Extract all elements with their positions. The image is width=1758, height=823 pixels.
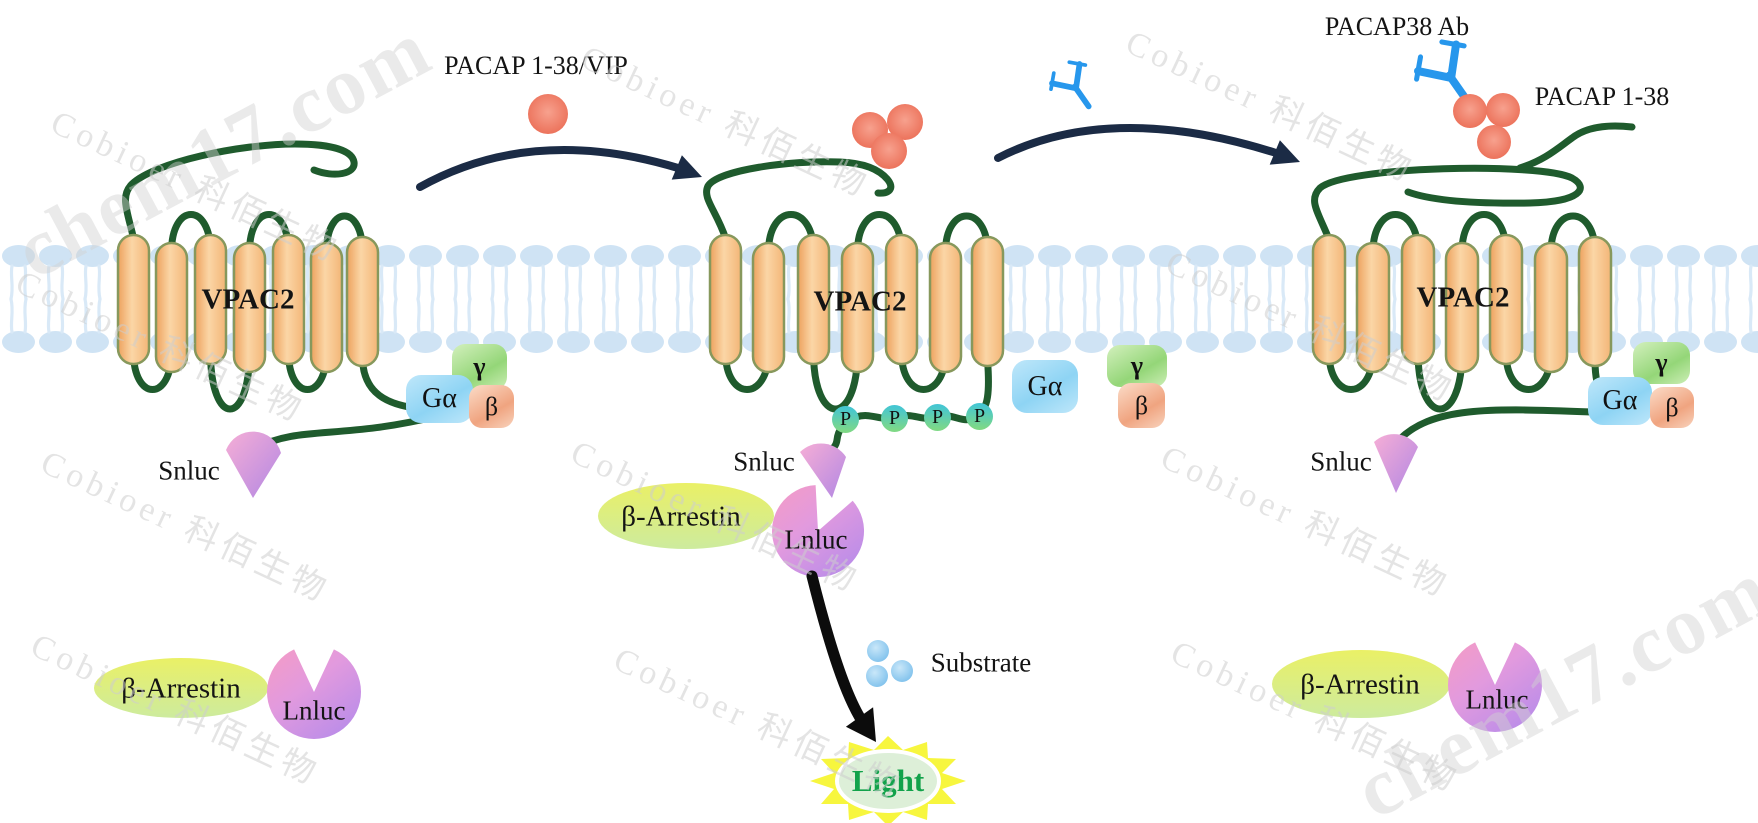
ligand-cluster-middle: [852, 104, 923, 169]
catalysis-arrow: [806, 570, 876, 742]
receptor-left: [116, 140, 442, 498]
antibody-icon-small: [1049, 60, 1092, 110]
light-burst: [810, 736, 966, 823]
activation-arrow: [416, 146, 702, 191]
arrestin-ellipse-left: [94, 658, 268, 718]
c-terminus-tail: [252, 412, 442, 452]
c-terminus: [359, 356, 429, 413]
receptor-right: [1311, 122, 1636, 493]
lnluc-pacman-right: [1448, 642, 1543, 732]
receptor-left-helices: [116, 233, 380, 374]
n-terminus-tip: [1516, 122, 1636, 172]
receptor-middle-helices: [708, 233, 1005, 374]
n-terminus: [121, 140, 358, 242]
n-terminus: [703, 158, 895, 242]
ligand-cluster-right: [1453, 93, 1520, 159]
arrestin-ellipse-middle: [598, 483, 774, 549]
receptor-middle: [703, 158, 1005, 455]
ligand-circle: [528, 94, 568, 134]
n-terminus: [1311, 164, 1584, 242]
lnluc-pacman-middle: [772, 485, 865, 578]
snluc-wedge-middle: [800, 443, 846, 498]
c-terminus-tail: [1393, 406, 1596, 446]
lnluc-pacman-left: [267, 649, 361, 739]
snluc-wedge: [226, 431, 281, 498]
receptor-right-helices: [1311, 233, 1613, 374]
inhibition-arrow: [994, 124, 1300, 165]
substrate-dots: [866, 640, 913, 687]
snluc-wedge-right: [1374, 434, 1418, 493]
arrestin-ellipse-right: [1272, 650, 1450, 718]
